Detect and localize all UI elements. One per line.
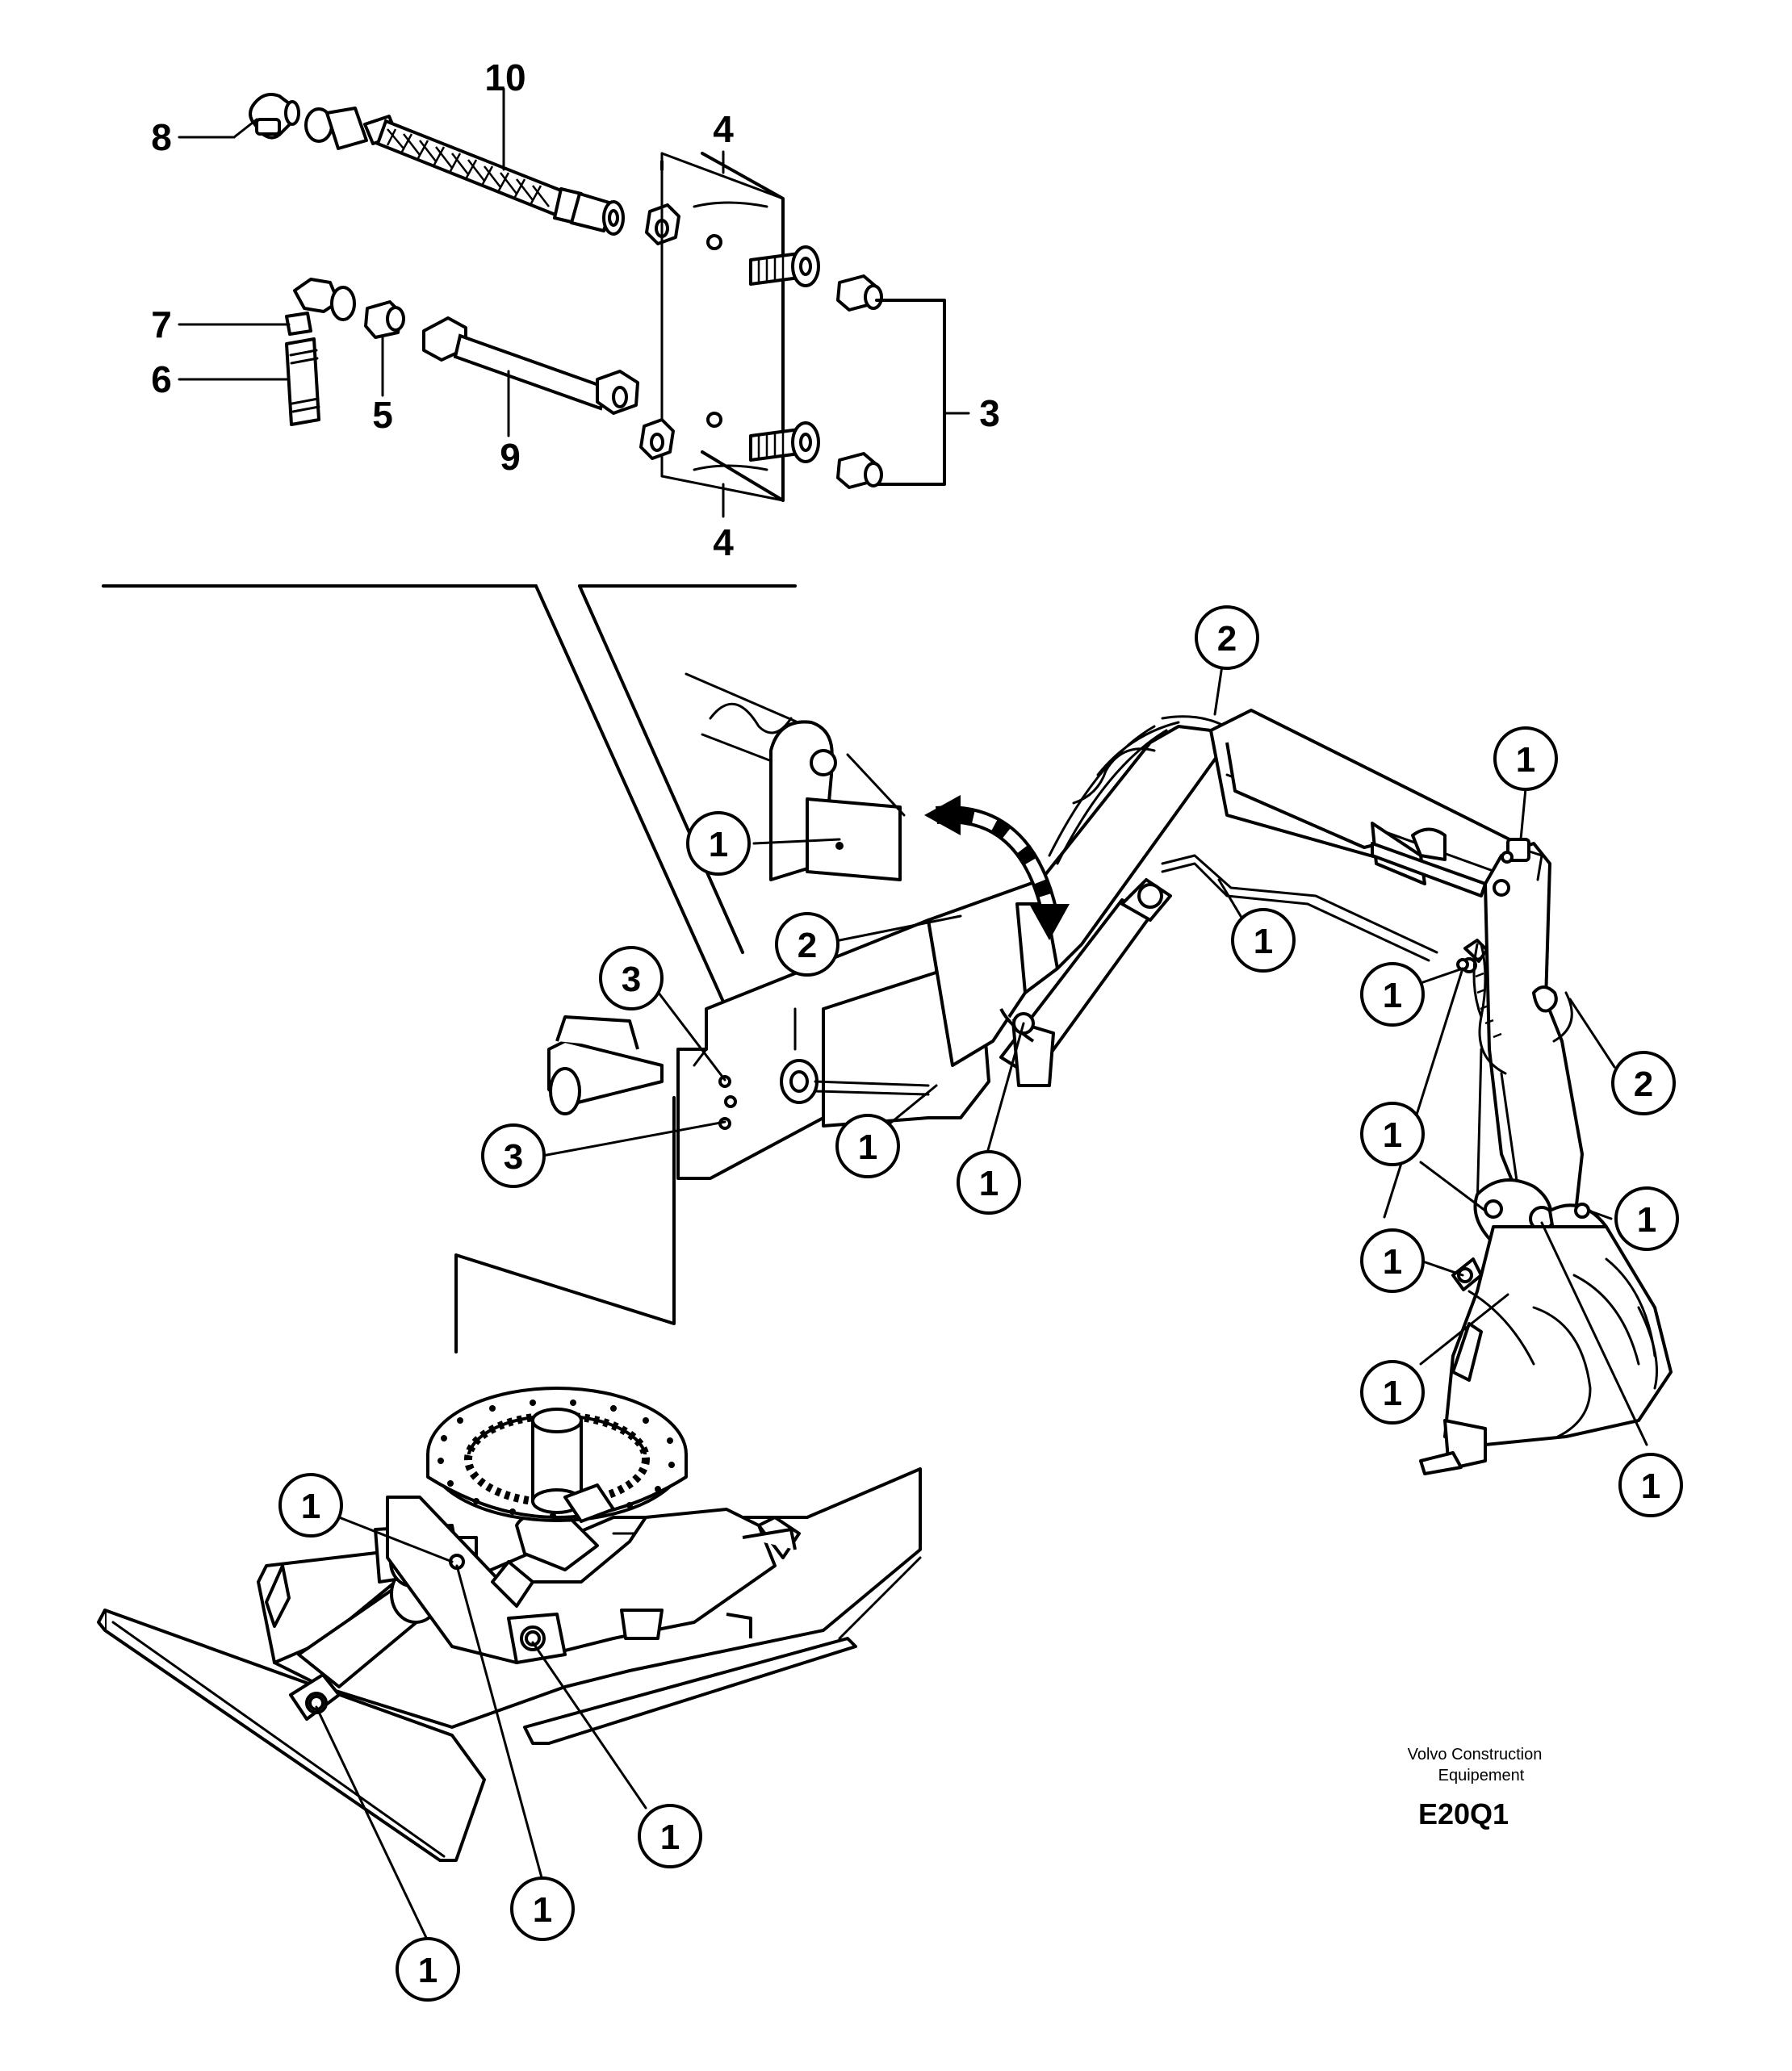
svg-text:1: 1	[1641, 1466, 1660, 1506]
svg-text:1: 1	[709, 825, 728, 864]
svg-text:1: 1	[301, 1487, 320, 1526]
svg-text:1: 1	[1383, 1115, 1402, 1155]
svg-text:1: 1	[1383, 976, 1402, 1015]
braided-hose-10	[304, 107, 625, 236]
svg-text:1: 1	[1637, 1200, 1656, 1240]
svg-text:1: 1	[660, 1818, 680, 1857]
callout-c21: 1	[0, 0, 19, 8]
callout-c12: 1	[1360, 1102, 1425, 1166]
svg-text:3: 3	[622, 960, 641, 999]
svg-text:1: 1	[979, 1164, 999, 1203]
bulkhead-union-lower	[749, 421, 820, 463]
elbow-fitting-7	[285, 278, 356, 336]
svg-text:1: 1	[1383, 1242, 1402, 1282]
callout-c01: 2	[1195, 605, 1259, 670]
elbow-fitting-8	[249, 93, 300, 140]
svg-text:1: 1	[858, 1128, 877, 1167]
nut-lower	[639, 418, 675, 460]
svg-text:1: 1	[1516, 740, 1535, 780]
svg-text:2: 2	[1217, 619, 1237, 659]
callout-c13: 1	[1614, 1186, 1679, 1251]
callout-c16: 1	[1618, 1453, 1683, 1517]
boom-arm-assembly	[676, 672, 1673, 1475]
label-6: 6	[151, 358, 172, 400]
callout-c03: 1	[1493, 726, 1558, 791]
label-7: 7	[151, 303, 172, 345]
svg-text:3: 3	[504, 1137, 523, 1177]
label-4-top: 4	[713, 108, 734, 150]
slewing-ring	[426, 1387, 688, 1523]
svg-text:1: 1	[533, 1890, 552, 1930]
label-9: 9	[500, 436, 521, 478]
credit-block: Volvo Construction Equipement E20Q1	[1408, 1746, 1543, 1830]
credit-line-1: Volvo Construction	[1408, 1746, 1543, 1763]
callout-c15: 1	[1360, 1360, 1425, 1425]
label-8: 8	[151, 116, 172, 158]
pipe-nipple-6	[285, 337, 320, 426]
callout-c06: 3	[599, 946, 664, 1010]
callout-c18: 1	[638, 1804, 702, 1868]
swing-bracket	[547, 1015, 737, 1180]
adapter-3-upper	[836, 274, 883, 312]
svg-text:2: 2	[798, 926, 817, 965]
rigid-tube-9	[422, 316, 639, 415]
svg-text:1: 1	[1383, 1374, 1402, 1413]
exploded-view: 10 8 7 6 5 9 4 4 3	[151, 56, 1000, 563]
callout-c04: 2	[775, 912, 839, 977]
svg-text:2: 2	[1634, 1065, 1653, 1104]
callout-c20: 1	[396, 1937, 460, 2002]
adapter-fitting-5	[364, 300, 405, 339]
callout-c11: 1	[957, 1150, 1021, 1215]
label-3: 3	[979, 392, 1000, 434]
callout-circles: 2 1 1 2 1 3 1 2 3 1 1 1 1 1 1 1 1 1 1 1 …	[0, 0, 1683, 2002]
callout-c07: 1	[1360, 962, 1425, 1027]
detail-frame-lines	[102, 584, 797, 1353]
callout-c17: 1	[278, 1473, 343, 1538]
svg-text:1: 1	[418, 1951, 438, 1990]
svg-text:1: 1	[1254, 922, 1273, 961]
callout-c19: 1	[510, 1876, 575, 1941]
label-10: 10	[484, 56, 525, 98]
drawing-code: E20Q1	[1418, 1797, 1509, 1830]
adapter-3-lower	[836, 452, 883, 489]
callout-c09: 3	[481, 1123, 546, 1188]
callout-c02: 1	[686, 811, 751, 876]
credit-line-2: Equipement	[1438, 1767, 1525, 1784]
label-5: 5	[372, 394, 393, 436]
callout-c10: 1	[835, 1114, 900, 1178]
callout-c14: 1	[1360, 1228, 1425, 1293]
bulkhead-plate-4	[660, 150, 785, 518]
callout-c05: 1	[1231, 908, 1296, 973]
rotation-arrow	[924, 795, 1070, 940]
label-4-bottom: 4	[713, 521, 734, 563]
undercarriage	[97, 1387, 922, 1862]
bulkhead-union-upper	[749, 245, 820, 287]
callout-c08: 2	[1611, 1051, 1676, 1115]
